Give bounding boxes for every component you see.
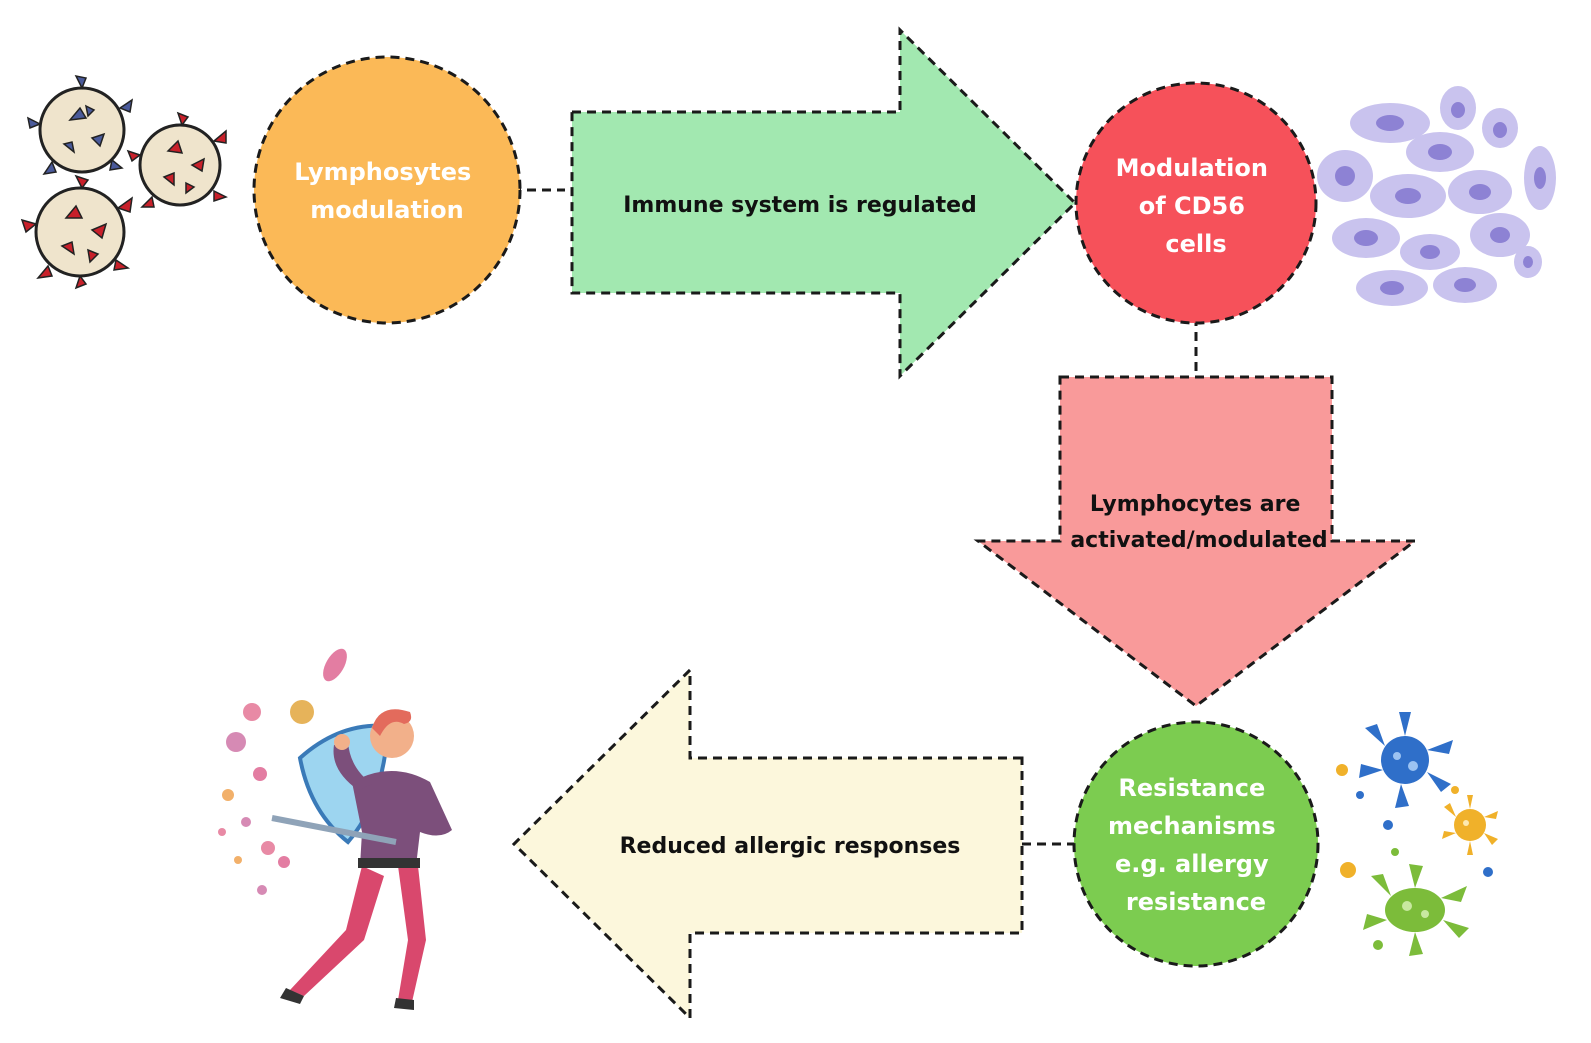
resistance-mechanisms-node xyxy=(1072,720,1320,968)
activated-arrow-label-line: activated/modulated xyxy=(1070,528,1327,553)
resistance-label-line: Resistance xyxy=(1118,774,1265,802)
cd56-modulation-node xyxy=(1074,81,1318,325)
cd56-cells-illustration xyxy=(1317,86,1556,306)
immune-arrow-label-line: Immune system is regulated xyxy=(623,193,977,218)
resistance-mechanisms-label: Resistance mechanisms e.g. allergy resis… xyxy=(1108,774,1284,916)
lymphocytes-modulation-label: Lymphosytes modulation xyxy=(294,158,479,224)
reduced-arrow-label-line: Reduced allergic responses xyxy=(620,834,961,859)
cd56-label-line: of CD56 xyxy=(1139,192,1245,220)
cd56-label-line: Modulation xyxy=(1116,154,1268,182)
resistance-label-line: mechanisms xyxy=(1108,812,1276,840)
cd56-modulation-label: Modulation of CD56 cells xyxy=(1116,154,1277,258)
lymphocytes-modulation-node xyxy=(252,55,522,325)
immune-arrow xyxy=(570,26,1078,380)
reduced-arrow xyxy=(511,666,1024,1022)
activated-arrow xyxy=(973,375,1420,708)
person-with-shield-illustration xyxy=(218,648,452,1010)
activated-arrow-label-line: Lymphocytes are xyxy=(1090,492,1301,517)
microbes-illustration xyxy=(1336,712,1498,956)
immune-arrow-label: Immune system is regulated xyxy=(623,193,977,218)
reduced-arrow-label: Reduced allergic responses xyxy=(620,834,961,859)
lymphocytes-label-line: Lymphosytes xyxy=(294,158,471,186)
resistance-label-line: e.g. allergy xyxy=(1115,850,1269,878)
activated-arrow-label: Lymphocytes are activated/modulated xyxy=(1070,492,1327,553)
lymphocyte-cells-illustration xyxy=(20,74,228,290)
lymphocytes-label-line: modulation xyxy=(310,196,463,224)
resistance-label-line: resistance xyxy=(1126,888,1266,916)
cd56-label-line: cells xyxy=(1165,230,1226,258)
